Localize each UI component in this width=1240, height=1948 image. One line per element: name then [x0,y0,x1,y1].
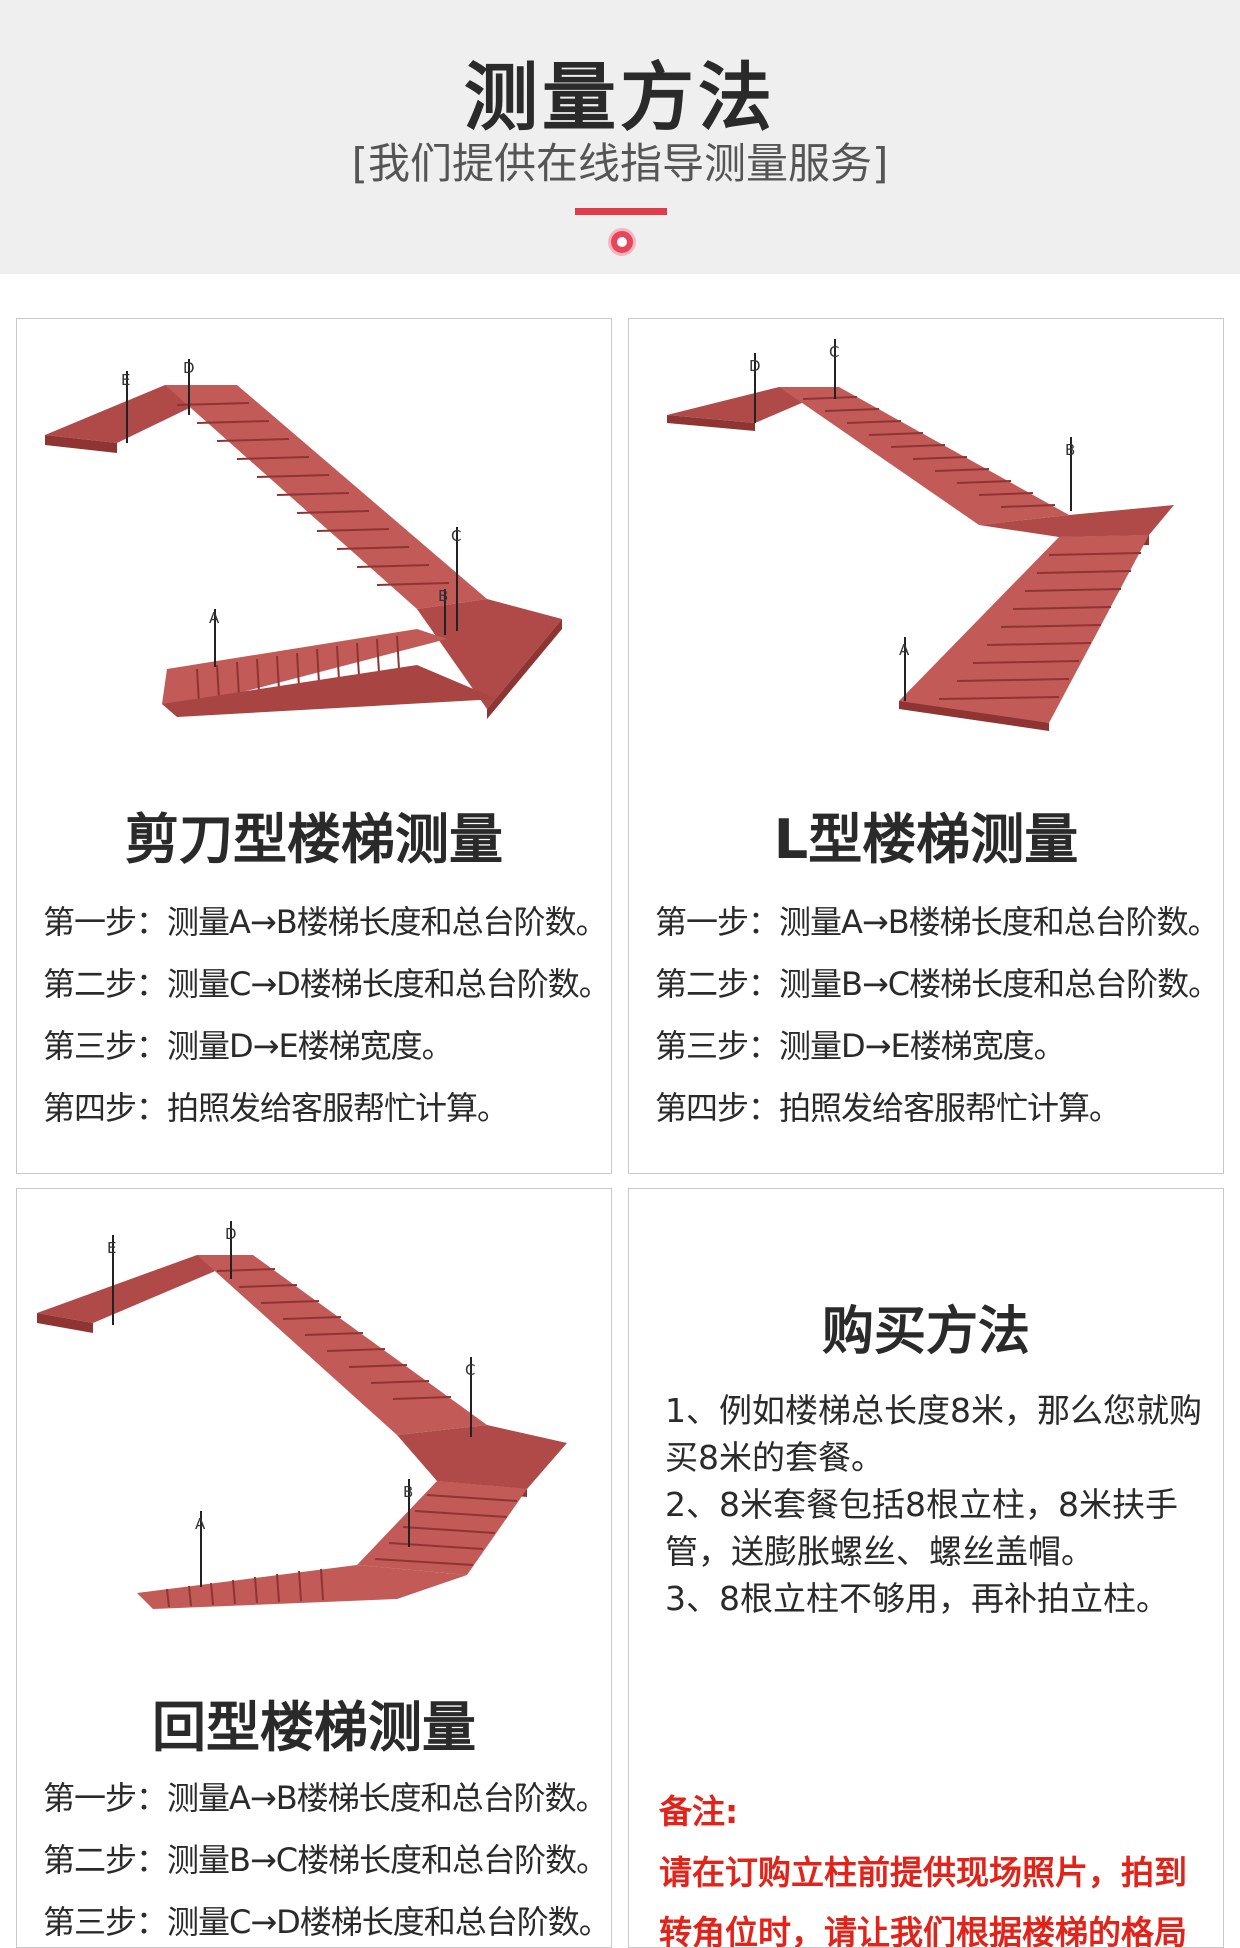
scissor-stair-card: E D C B A 剪刀型楼梯测量 第一步：测量A→B楼梯长度和总台阶数。 第二… [16,318,612,1174]
point-b-label: B [438,587,448,605]
purchase-item: 3、8根立柱不够用，再补拍立柱。 [665,1579,1169,1618]
point-c-label: C [465,1361,475,1379]
point-c-label: C [829,343,839,361]
upper-flight-treads [802,396,1056,508]
point-d-label: D [225,1225,237,1243]
step-item: 第一步：测量A→B楼梯长度和总台阶数。 [43,903,608,941]
step-list: 第一步：测量A→B楼梯长度和总台阶数。 第二步：测量B→C楼梯长度和总台阶数。 … [655,891,1220,1139]
point-b-label: B [403,1483,413,1501]
upper-flight-treads [216,1268,452,1400]
purchase-title: 购买方法 [821,1302,1030,1362]
step-item: 第三步：测量D→E楼梯宽度。 [655,1027,1066,1065]
l-stair-card: D C B A L型楼梯测量 第一步：测量A→B楼梯长度和总台阶数。 第二步：测… [628,318,1224,1174]
point-a-label: A [209,609,220,627]
measure-markers [126,359,458,667]
lower-flight-treads [166,1568,324,1608]
ring-dot-icon [608,228,636,256]
point-a-label: A [899,641,910,659]
lower-flight-treads [196,635,400,704]
card-title: 回型楼梯测量 [152,1696,476,1759]
step-item: 第一步：测量A→B楼梯长度和总台阶数。 [43,1779,608,1817]
note-label: 备注: [659,1792,739,1831]
purchase-method-card: 购买方法 1、例如楼梯总长度8米，那么您就购买8米的套餐。 2、8米套餐包括8根… [628,1188,1224,1948]
point-e-label: E [121,371,130,389]
title-underline [575,208,667,215]
point-b-label: B [1065,441,1075,459]
point-e-label: E [107,1239,116,1257]
step-item: 第二步：测量C→D楼梯长度和总台阶数。 [43,965,611,1003]
purchase-item: 2、8米套餐包括8根立柱，8米扶手管，送膨胀螺丝、螺丝盖帽。 [665,1485,1178,1571]
step-item: 第一步：测量A→B楼梯长度和总台阶数。 [655,903,1220,941]
step-item: 第四步：拍照发给客服帮忙计算。 [43,1089,509,1127]
step-list: 第一步：测量A→B楼梯长度和总台阶数。 第二步：测量C→D楼梯长度和总台阶数。 … [43,891,611,1139]
middle-flight-treads [374,1494,518,1566]
point-a-label: A [195,1515,206,1533]
note-text: 请在订购立柱前提供现场照片，拍到转角位时，请让我们根据楼梯的格局来告 [659,1853,1187,1948]
measure-markers [112,1221,472,1587]
step-item: 第四步：拍照发给客服帮忙计算。 [655,1089,1121,1127]
measure-markers [754,339,1072,701]
point-c-label: C [451,527,461,545]
step-item: 第二步：测量B→C楼梯长度和总台阶数。 [655,965,1220,1003]
page-subtitle: [我们提供在线指导测量服务] [351,139,889,188]
purchase-item: 1、例如楼梯总长度8米，那么您就购买8米的套餐。 [665,1391,1202,1477]
scissor-stair-illustration: E D C B A [45,359,562,719]
upper-flight-treads [176,402,450,586]
page-header: 测量方法 [我们提供在线指导测量服务] [0,0,1240,274]
l-stair-illustration: D C B A [667,339,1174,731]
u-stair-illustration: E D C B A [37,1221,567,1609]
card-title: 剪刀型楼梯测量 [125,808,503,871]
point-d-label: D [183,359,195,377]
step-list: 第一步：测量A→B楼梯长度和总台阶数。 第二步：测量B→C楼梯长度和总台阶数。 … [43,1767,611,1947]
step-item: 第三步：测量D→E楼梯宽度。 [43,1027,454,1065]
purchase-list: 1、例如楼梯总长度8米，那么您就购买8米的套餐。 2、8米套餐包括8根立柱，8米… [665,1387,1205,1622]
page-title: 测量方法 [464,55,776,141]
card-title: L型楼梯测量 [773,808,1079,871]
u-stair-card: E D C B A 回型楼梯测量 第一步：测量A→B楼梯长度和总台阶数。 第二步… [16,1188,612,1948]
lower-flight-treads [938,552,1142,700]
point-d-label: D [749,357,761,375]
step-item: 第二步：测量B→C楼梯长度和总台阶数。 [43,1841,608,1879]
